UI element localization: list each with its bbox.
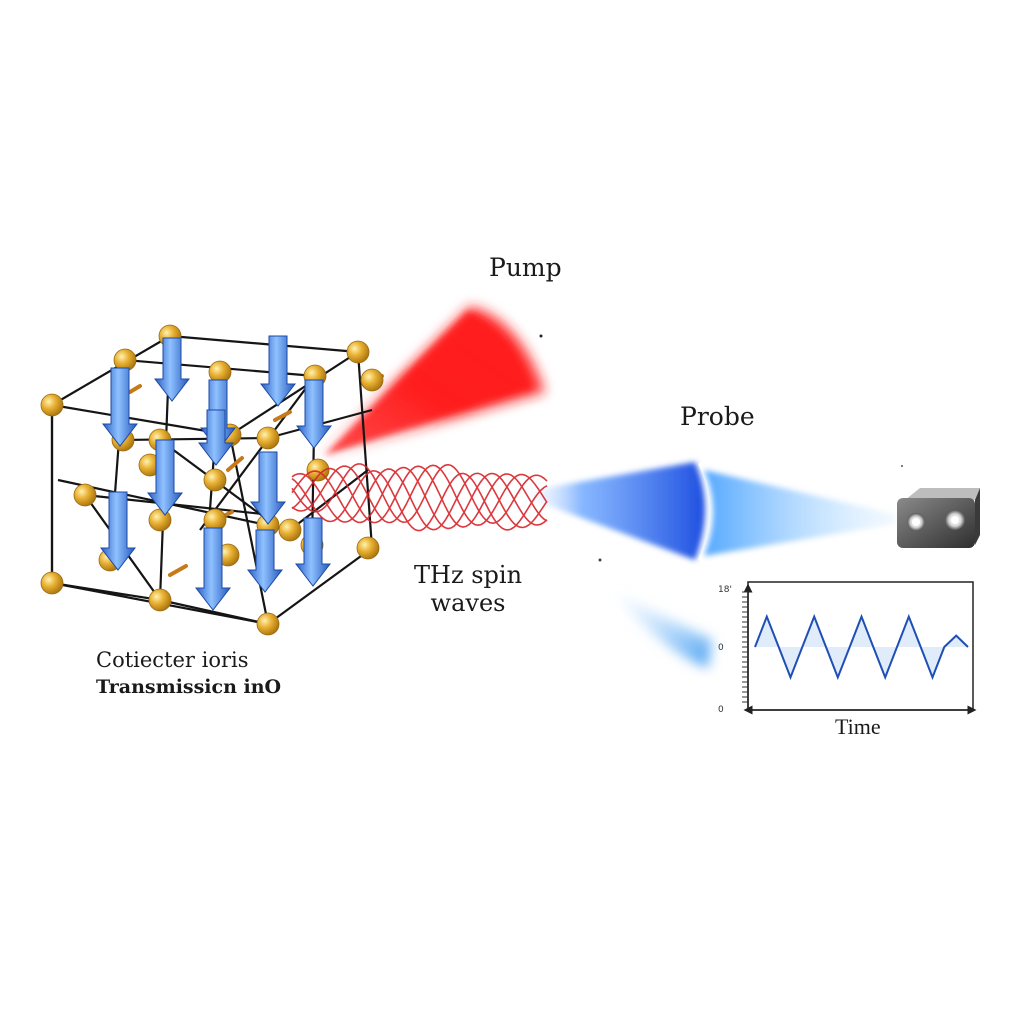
- signal-line: [754, 613, 969, 681]
- spin-wave-strand: [291, 468, 548, 531]
- thz-spin-waves-label: THz spin waves: [414, 561, 523, 617]
- spin-arrow: [246, 529, 284, 593]
- spin-arrows: [99, 335, 333, 611]
- atom: [256, 426, 280, 450]
- crystal-caption-line1: Cotiecter ioris: [96, 648, 249, 672]
- spin-wave-strand: [291, 464, 548, 527]
- spin-arrow: [101, 367, 139, 447]
- thz-label-line2: waves: [430, 588, 506, 617]
- spin-wave-strand: [291, 463, 548, 525]
- spin-arrow: [146, 439, 184, 516]
- thz-spin-waves: [291, 463, 548, 532]
- spin-wave-strand: [291, 465, 548, 528]
- probe-beam: [515, 462, 895, 668]
- pump-label: Pump: [489, 253, 562, 282]
- pump-beam: [318, 306, 545, 458]
- detector-icon: [897, 465, 980, 548]
- spin-arrow: [249, 451, 287, 525]
- thz-label-line1: THz spin: [414, 561, 523, 589]
- atom: [360, 368, 384, 392]
- spin-arrow: [197, 409, 235, 466]
- chart-y-tick-bottom: 0: [718, 705, 724, 715]
- signal-chart: 18' 0 0: [718, 581, 977, 715]
- spin-wave-strand: [291, 469, 548, 532]
- chart-y-tick-mid: 0: [718, 643, 724, 653]
- chart-y-tick-top: 18': [718, 585, 732, 595]
- crystal-caption-line2: Transmissicn inO: [96, 676, 282, 698]
- atom: [278, 518, 302, 542]
- atom: [203, 468, 227, 492]
- spin-arrow: [295, 379, 333, 449]
- atom: [356, 536, 380, 560]
- chart-x-axis-label: Time: [835, 714, 881, 739]
- probe-label: Probe: [680, 402, 755, 431]
- chart-y-ticks: [742, 591, 748, 703]
- spin-arrow: [294, 517, 332, 587]
- spin-arrow: [194, 527, 232, 611]
- spin-arrow: [99, 491, 137, 571]
- atom: [256, 612, 280, 636]
- spin-wave-strand: [291, 466, 548, 530]
- atom: [148, 588, 172, 612]
- atom: [346, 340, 370, 364]
- atom: [73, 483, 97, 507]
- atom: [40, 571, 64, 595]
- chart-frame: [747, 581, 974, 711]
- spin-arrow: [259, 335, 297, 407]
- atom: [40, 393, 64, 417]
- spin-arrow: [153, 337, 191, 402]
